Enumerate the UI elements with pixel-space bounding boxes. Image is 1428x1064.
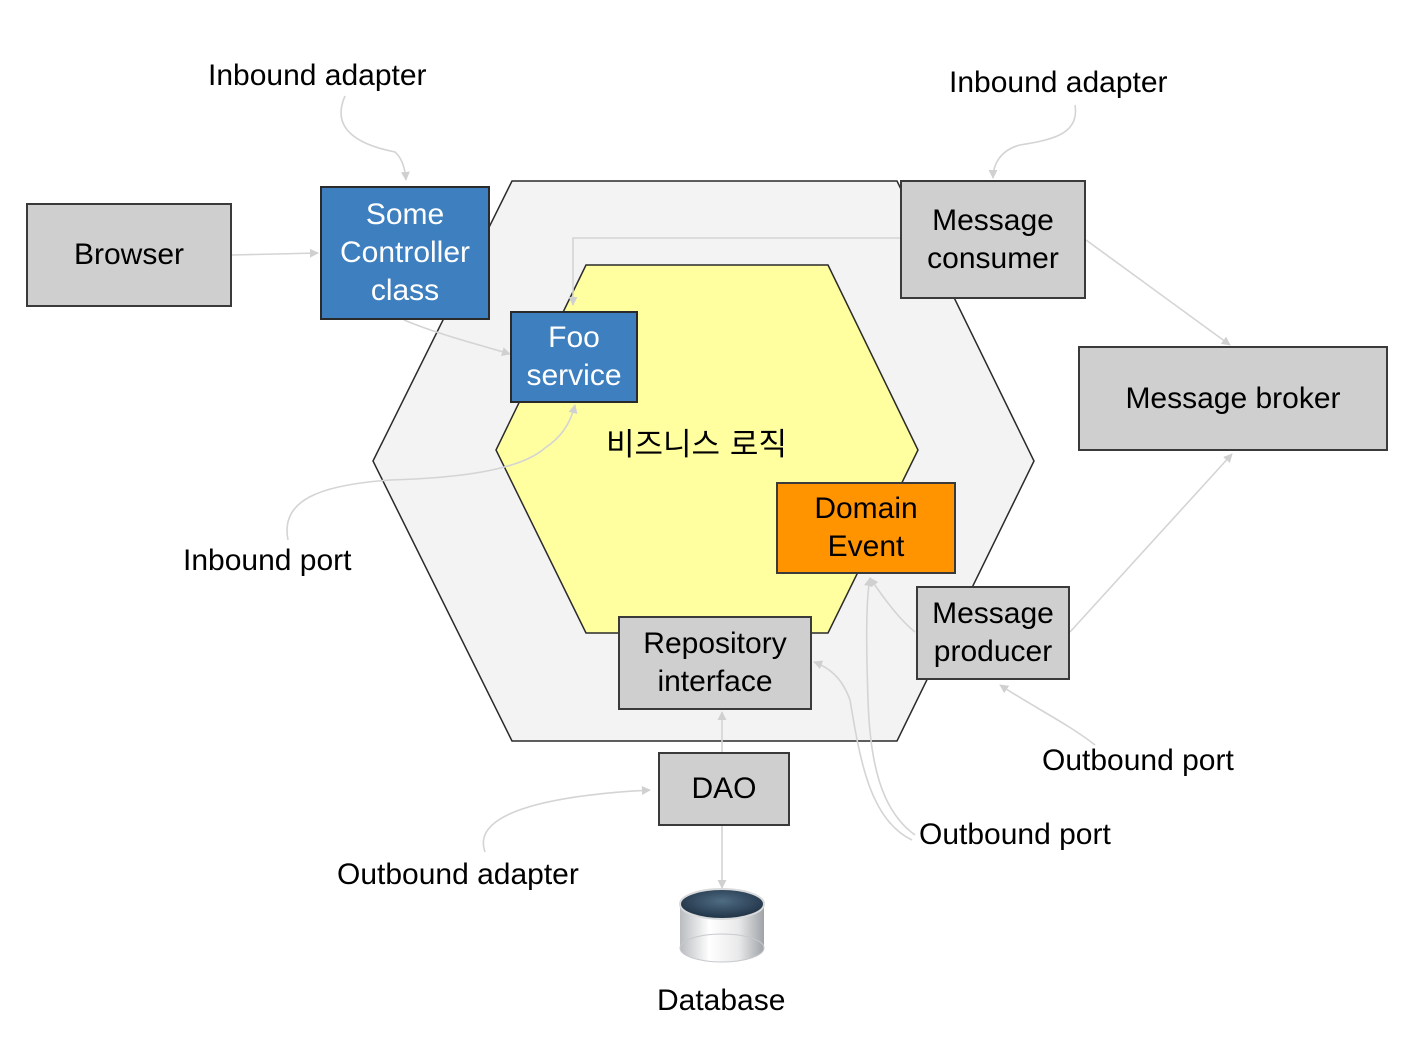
leader-inbound-port [286,404,578,541]
outbound-port-label-right: Outbound port [1042,744,1234,777]
arrow-consumer-broker [1085,239,1231,346]
arrow-producer-broker [1069,453,1233,633]
leader-inbound-adapter-right [988,104,1077,179]
leader-outbound-adapter [482,785,651,853]
inbound-adapter-label-left: Inbound adapter [208,59,427,92]
arrow-producer-event [869,577,916,633]
database-icon [679,888,765,963]
message-consumer-box: Message consumer [900,180,1086,299]
controller-label: Some Controller class [339,198,471,307]
browser-label: Browser [73,238,185,271]
leader-outbound-port-right [999,684,1096,746]
domain-event-box: Domain Event [776,482,956,574]
repository-interface-box: Repository interface [618,616,812,710]
arrow-consumer-foo [568,237,900,306]
message-consumer-label: Message consumer [927,203,1059,275]
domain-event-label: Domain Event [814,492,918,563]
foo-service-label: Foo service [526,321,622,392]
business-logic-label: 비즈니스 로직 [606,427,787,463]
inbound-adapter-label-right: Inbound adapter [949,66,1168,99]
leader-outbound-port-bottom-b [813,660,913,841]
leader-outbound-port-bottom-a [864,577,916,836]
arrow-browser-controller [231,248,319,258]
controller-box: Some Controller class [320,186,490,320]
dao-box: DAO [658,752,790,826]
browser-box: Browser [26,203,232,307]
message-broker-label: Message broker [1125,381,1341,415]
message-producer-label: Message producer [932,597,1054,668]
repository-interface-label: Repository interface [643,627,787,698]
inbound-port-label: Inbound port [183,544,352,577]
database-label: Database [657,984,786,1017]
foo-service-box: Foo service [510,311,638,403]
arrow-controller-foo [403,319,511,356]
message-producer-box: Message producer [916,586,1070,680]
dao-label: DAO [691,772,757,805]
message-broker-box: Message broker [1078,346,1388,451]
outbound-adapter-label: Outbound adapter [337,858,579,891]
leader-inbound-adapter-left [340,95,410,181]
outbound-port-label-bottom: Outbound port [919,818,1111,851]
